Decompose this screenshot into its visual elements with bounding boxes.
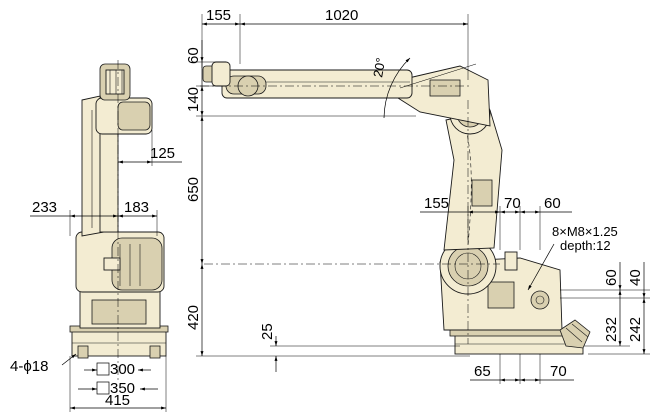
dim-70-bottom: 70	[550, 363, 567, 380]
dim-65: 65	[474, 363, 491, 380]
dim-415: 415	[105, 392, 130, 409]
dim-232: 232	[603, 317, 620, 342]
dim-140: 140	[185, 87, 202, 112]
dim-350: 350	[110, 380, 135, 397]
dim-bolts: 8×M8×1.25	[552, 224, 618, 239]
dim-25: 25	[259, 323, 276, 340]
dim-60-right: 60	[603, 269, 620, 286]
dim-60-mid: 60	[544, 195, 561, 212]
dim-300: 300	[110, 361, 135, 378]
dim-183: 183	[124, 199, 149, 216]
dim-70-mid: 70	[504, 195, 521, 212]
dim-1020: 1020	[325, 7, 358, 24]
side-dimensions: 155 1020 60 140 650 420 20° 25	[185, 7, 650, 384]
dim-242: 242	[627, 317, 644, 342]
dim-420: 420	[185, 305, 202, 330]
dim-60-wrist: 60	[185, 47, 202, 64]
dim-125: 125	[150, 145, 175, 162]
dim-depth: depth:12	[560, 238, 611, 253]
side-view-robot	[202, 61, 591, 355]
dim-40-right: 40	[627, 269, 644, 286]
dim-650: 650	[185, 177, 202, 202]
dim-holes: 4-ϕ18	[10, 358, 48, 375]
front-view-robot	[69, 63, 169, 359]
front-dimensions: 125 233 183 4-ϕ18 300 350 415	[10, 130, 182, 412]
dim-155-mid: 155	[424, 195, 449, 212]
dim-angle: 20°	[370, 57, 388, 79]
dim-233: 233	[32, 199, 57, 216]
dim-155-top: 155	[206, 7, 231, 24]
